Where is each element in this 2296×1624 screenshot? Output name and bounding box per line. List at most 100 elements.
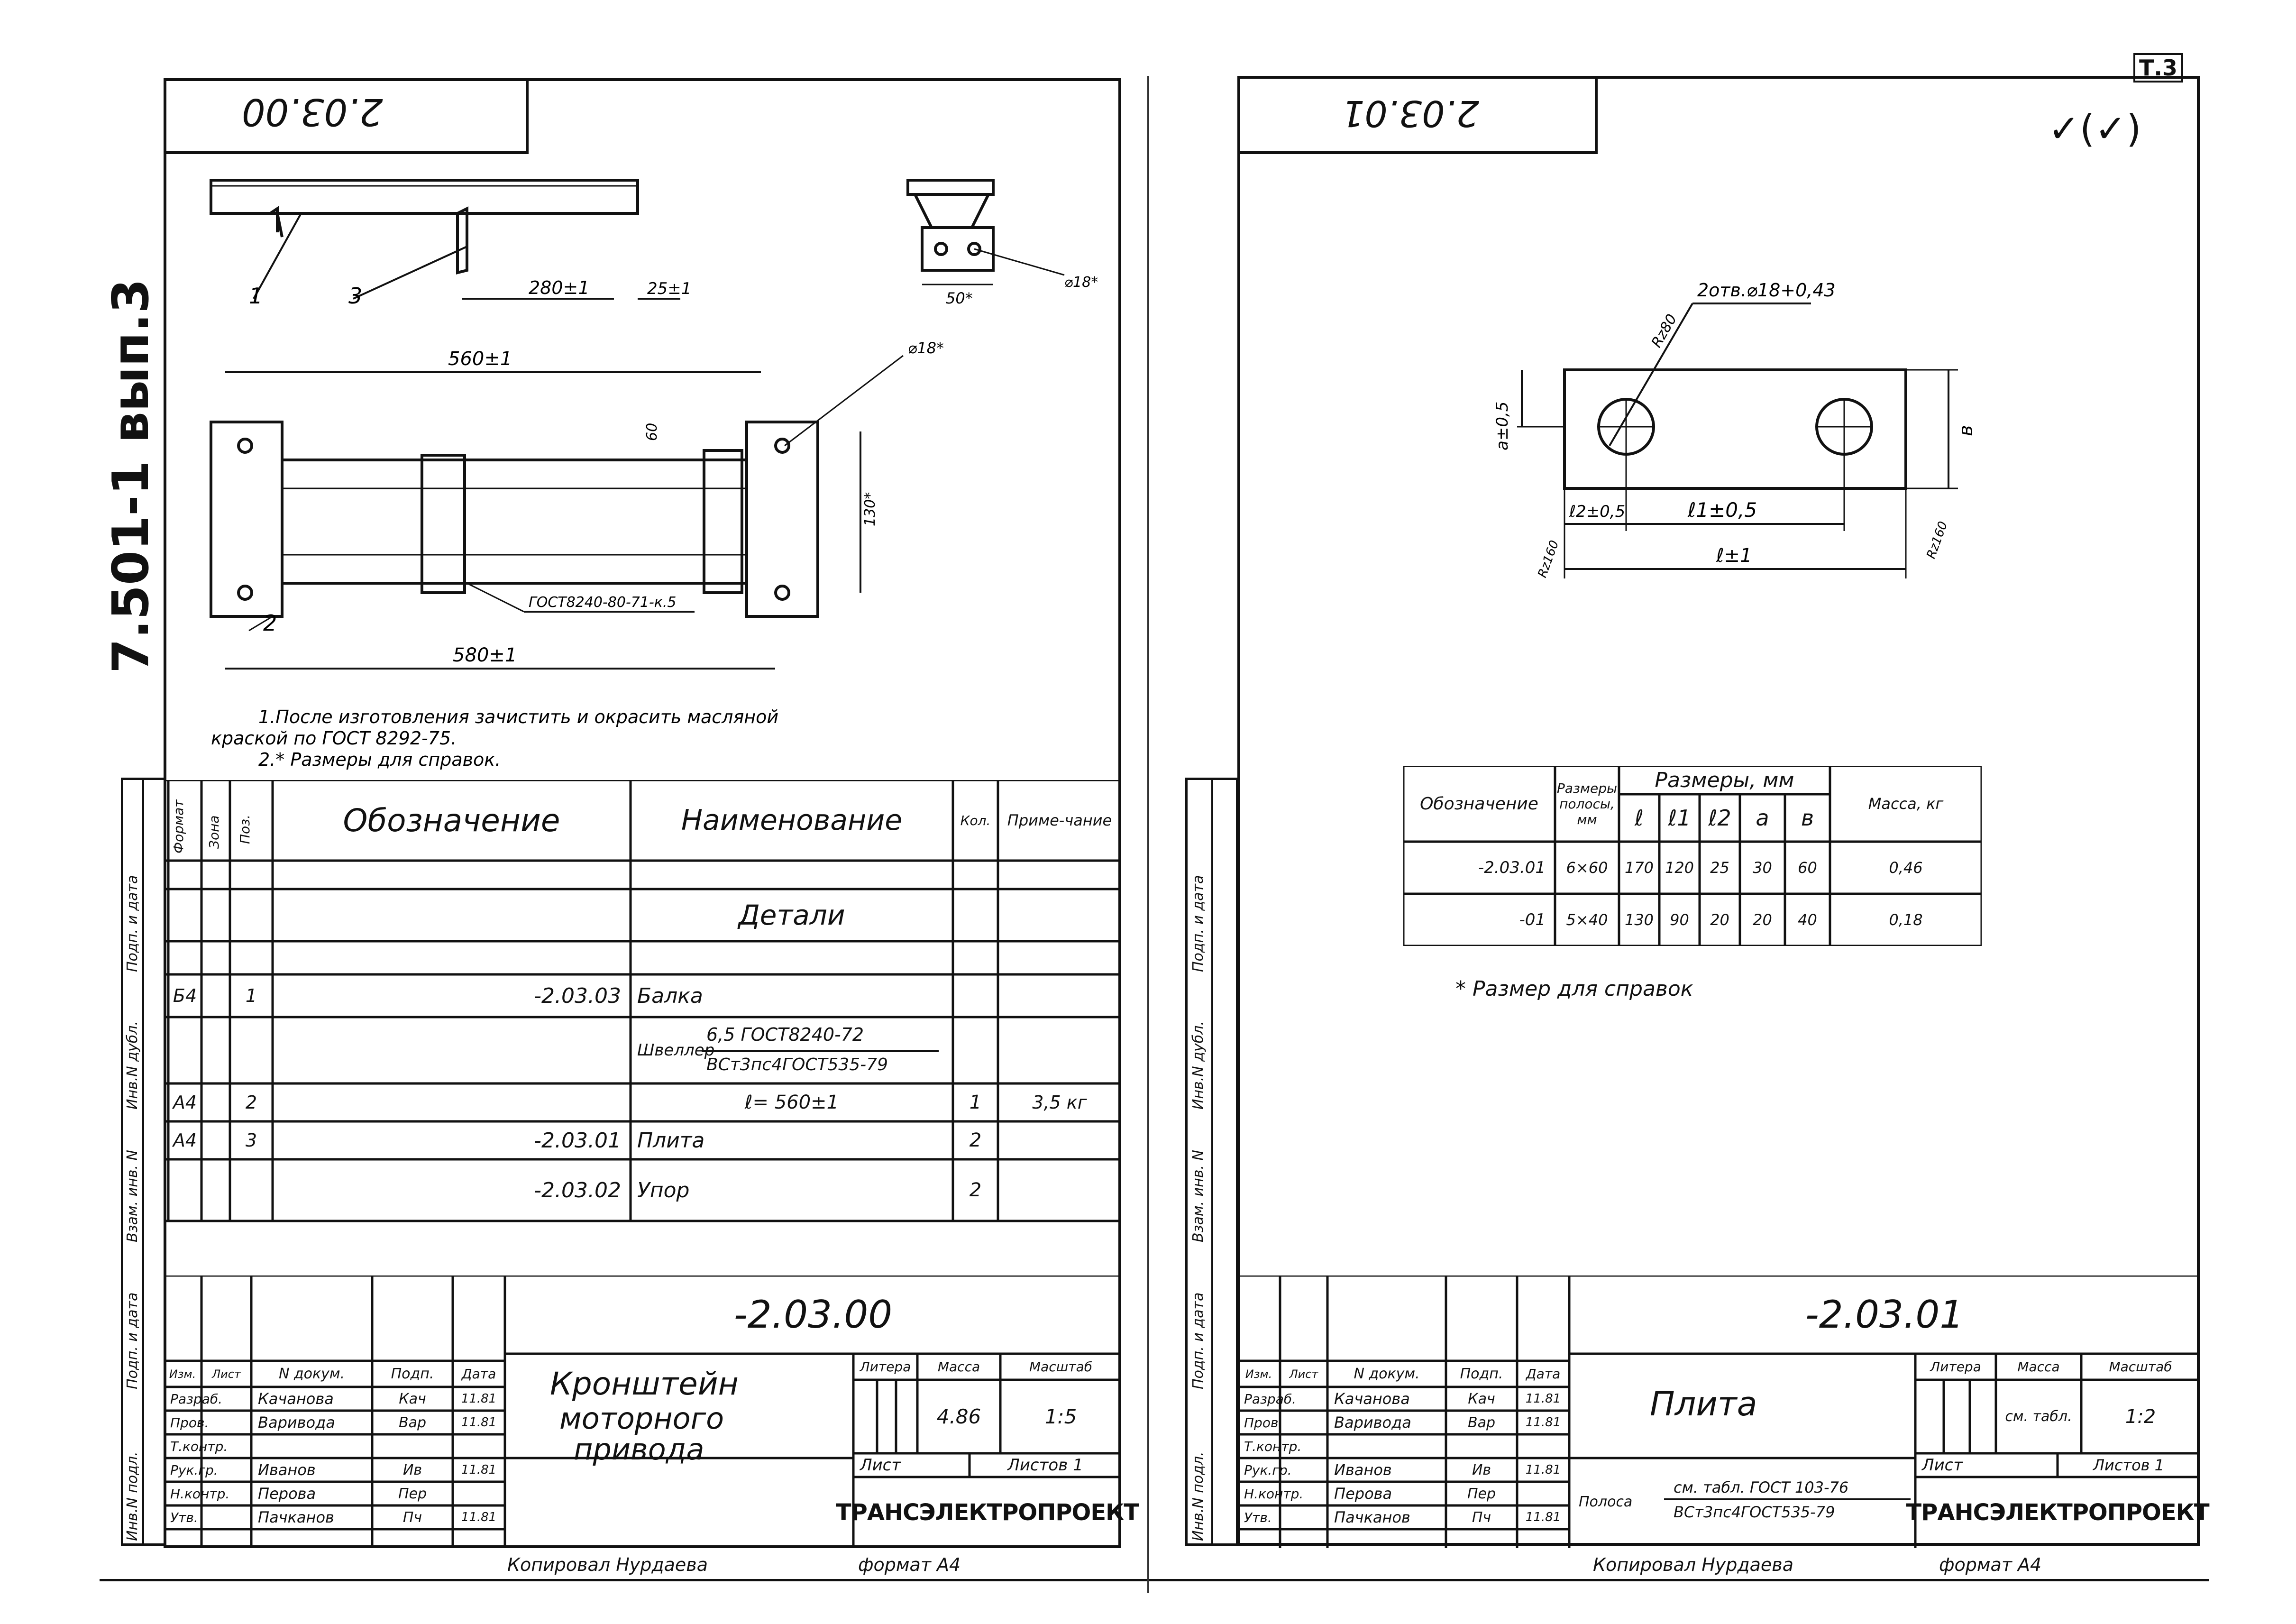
right-side-label-1: Инв.N подл. <box>1190 1451 1207 1541</box>
right-tb-mass-label: Масса <box>2017 1359 2060 1375</box>
spec-row4-qty: 2 <box>969 1129 982 1151</box>
note-3: 2.* Размеры для справок. <box>258 749 501 770</box>
spec-table-grid <box>164 780 1121 1222</box>
dim-top-end: 25±1 <box>647 279 691 298</box>
right-tb-name-1: Качанова <box>1334 1390 1410 1408</box>
spec-h-zone: Зона <box>206 815 222 849</box>
dim-upper-len: 560±1 <box>448 348 512 370</box>
side-view-plate <box>921 226 995 272</box>
spec-section: Детали <box>738 899 845 931</box>
sheet-right-frame <box>1237 76 2200 1546</box>
dim-b: в <box>1955 425 1977 436</box>
left-tb-role-5: Н.контр. <box>170 1486 230 1502</box>
pt-h-b: в <box>1801 805 1814 831</box>
pt-h-mass: Масса, кг <box>1868 795 1944 813</box>
dim-side-hole: ⌀18* <box>1064 274 1098 291</box>
pt-h-strip: Размеры полосы, мм <box>1556 780 1618 827</box>
left-tb-date-6: 11.81 <box>461 1510 497 1524</box>
right-tb-h-date: Дата <box>1526 1366 1561 1382</box>
pt-r1-mass: 0,46 <box>1889 859 1923 877</box>
plate-footnote: * Размер для справок <box>1455 977 1693 1001</box>
left-tb-name-1: Качанова <box>258 1390 334 1408</box>
right-tb-date-1: 11.81 <box>1525 1392 1561 1406</box>
right-tb-name-2: Варивода <box>1334 1413 1411 1431</box>
pt-h-sizes: Размеры, мм <box>1655 768 1794 792</box>
left-tb-scale: 1:5 <box>1044 1405 1077 1428</box>
series-label: 7.501-1 вып.3 <box>102 278 160 673</box>
left-side-label-1: Инв.N подл. <box>124 1451 141 1541</box>
left-tb-h-izm: Изм. <box>169 1367 196 1381</box>
bottom-rule <box>100 1579 2209 1581</box>
pt-r2-a: 20 <box>1753 911 1772 929</box>
left-tb-date-2: 11.81 <box>461 1415 497 1430</box>
right-tb-role-1: Разраб. <box>1244 1391 1297 1407</box>
footer-format-right: формат А4 <box>1939 1554 2042 1575</box>
spec-row2-divider <box>702 1050 939 1052</box>
left-tb-name-4: Иванов <box>258 1461 316 1479</box>
pt-r1-l2: 25 <box>1710 859 1729 877</box>
right-side-strip-divider <box>1211 778 1213 1546</box>
bracket-drawing: 1 3 2 280±1 25±1 560±1 580±1 50* ⌀18* ⌀1… <box>210 179 1098 770</box>
right-tb-sign-2: Вар <box>1467 1414 1495 1431</box>
spec-row1-name: Балка <box>637 983 703 1008</box>
right-tb-role-3: Т.контр. <box>1244 1438 1302 1454</box>
spec-row5-qty: 2 <box>969 1179 982 1201</box>
pt-r2-l2: 20 <box>1710 911 1729 929</box>
pt-r2-strip: 5×40 <box>1566 911 1608 929</box>
plate-outline <box>1563 368 1907 490</box>
right-tb-sheet-label: Лист <box>1922 1456 1963 1475</box>
right-tb-material-label: Полоса <box>1579 1494 1633 1510</box>
left-tb-h-list: Лист <box>212 1367 241 1381</box>
spec-row4-name: Плита <box>637 1128 705 1153</box>
right-tb-sign-6: Пч <box>1472 1509 1491 1526</box>
spec-row3-note: 3,5 кг <box>1032 1092 1087 1113</box>
spec-h-qty: Кол. <box>960 812 991 828</box>
right-tb-date-4: 11.81 <box>1525 1463 1561 1477</box>
pt-r1-b: 60 <box>1798 859 1817 877</box>
pt-r2-l1: 90 <box>1670 911 1689 929</box>
spec-row4-designation: -2.03.01 <box>534 1128 621 1153</box>
spec-h-pos: Поз. <box>237 815 253 844</box>
spec-row3-pos: 2 <box>245 1092 257 1113</box>
left-tb-company: ТРАНСЭЛЕКТРОПРОЕКТ <box>835 1499 1139 1526</box>
dim-a: a±0,5 <box>1493 402 1512 450</box>
left-title-block-grid <box>164 1275 1121 1548</box>
right-tb-role-5: Н.контр. <box>1244 1486 1304 1502</box>
spec-row2-bottom: ВСт3пс4ГОСТ535-79 <box>706 1055 888 1074</box>
spec-row5-name: Упор <box>637 1178 690 1202</box>
left-tb-sheets-label: Листов 1 <box>1007 1456 1083 1475</box>
left-side-label-2: Подп. и дата <box>124 1292 141 1389</box>
ra-right: Rz160 <box>1924 520 1950 561</box>
plate-drawing: 2отв.⌀18+0,43 Rz80 a±0,5 в ℓ2±0,5 ℓ1±0,5… <box>1493 280 1977 579</box>
gost-note: ГОСТ8240-80-71-к.5 <box>529 594 677 611</box>
pt-h-l: ℓ <box>1634 805 1644 831</box>
left-tb-h-sign: Подп. <box>391 1366 434 1382</box>
stop-left <box>456 206 468 275</box>
right-tb-role-4: Рук.гр. <box>1244 1462 1292 1478</box>
pt-r1-a: 30 <box>1753 859 1772 877</box>
right-tb-h-list: Лист <box>1289 1367 1318 1381</box>
hole-note: 2отв.⌀18+0,43 <box>1697 280 1836 301</box>
footer-copied-left: Копировал Нурдаева <box>507 1554 708 1575</box>
right-tb-material-divider <box>1664 1498 1911 1500</box>
dim-l1: ℓ1±0,5 <box>1687 498 1757 522</box>
left-tb-name-5: Перова <box>258 1485 316 1503</box>
right-tb-role-6: Утв. <box>1244 1509 1272 1525</box>
left-stamp-code: 2.03.00 <box>242 90 383 133</box>
pt-r2-designation: -01 <box>1519 910 1546 929</box>
pt-r1-l: 170 <box>1624 859 1654 877</box>
left-tb-role-6: Утв. <box>170 1509 198 1525</box>
right-stamp-box <box>1237 76 1598 154</box>
left-tb-date-1: 11.81 <box>461 1392 497 1406</box>
spec-h-note: Приме-чание <box>1007 811 1112 829</box>
pt-h-designation: Обозначение <box>1420 794 1538 814</box>
spec-h-format: Формат <box>171 799 186 853</box>
right-tb-date-6: 11.81 <box>1525 1510 1561 1524</box>
footer-copied-right: Копировал Нурдаева <box>1593 1554 1793 1575</box>
left-tb-code: -2.03.00 <box>733 1293 893 1337</box>
right-tb-name-5: Перова <box>1334 1485 1392 1503</box>
right-title-block-grid <box>1237 1275 2200 1548</box>
note-1: 1.После изготовления зачистить и окрасит… <box>258 706 778 727</box>
left-tb-sign-5: Пер <box>398 1485 427 1502</box>
spec-row4-format: А4 <box>173 1130 197 1151</box>
